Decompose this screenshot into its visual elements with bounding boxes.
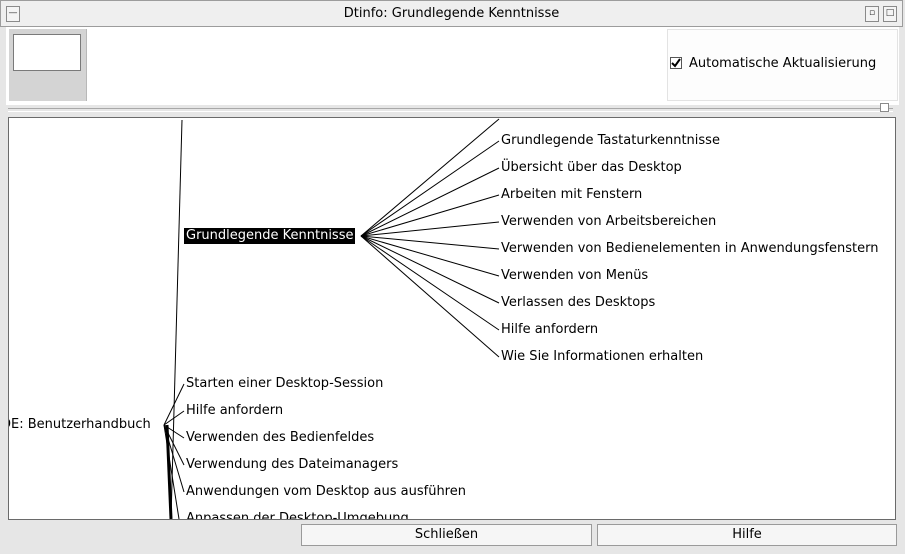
help-button[interactable]: Hilfe xyxy=(597,524,897,546)
tree-node-child[interactable]: Verwenden von Arbeitsbereichen xyxy=(501,214,717,229)
auto-update-area xyxy=(667,29,898,101)
tree-connector-lines xyxy=(163,118,500,519)
tree-node-child[interactable]: Grundlegende Tastaturkenntnisse xyxy=(501,133,720,148)
tree-node-level1[interactable]: Starten einer Desktop-Session xyxy=(186,376,384,391)
tree-graph-pane[interactable]: Grundlegende Kenntnisse Grundlegende Tas… xyxy=(8,117,896,520)
tree-node-child[interactable]: Arbeiten mit Fenstern xyxy=(501,187,643,202)
close-button[interactable]: Schließen xyxy=(301,524,592,546)
tree-node-child[interactable]: Verwenden von Bedienelementen in Anwendu… xyxy=(501,241,879,256)
tree-node-root[interactable]: DE: Benutzerhandbuch xyxy=(8,417,151,432)
tree-node-selected[interactable]: Grundlegende Kenntnisse xyxy=(184,228,356,244)
pane-sash-handle[interactable] xyxy=(880,103,889,112)
window-title: Dtinfo: Grundlegende Kenntnisse xyxy=(343,6,560,21)
auto-update-checkbox[interactable] xyxy=(670,57,682,69)
tree-node-child[interactable]: Verlassen des Desktops xyxy=(501,295,656,310)
checkmark-icon xyxy=(671,58,681,68)
tree-node-child[interactable]: Übersicht über das Desktop xyxy=(501,160,682,175)
tree-node-level1[interactable]: Verwenden des Bedienfeldes xyxy=(186,430,375,445)
title-bar[interactable]: — Dtinfo: Grundlegende Kenntnisse ▫ □ xyxy=(0,0,903,27)
tree-node-child[interactable]: Wie Sie Informationen erhalten xyxy=(501,349,704,364)
tree-node-level1[interactable]: Hilfe anfordern xyxy=(186,403,284,418)
minimize-button[interactable]: ▫ xyxy=(865,6,879,22)
auto-update-label[interactable]: Automatische Aktualisierung xyxy=(689,56,877,71)
tree-node-level1[interactable]: Verwendung des Dateimanagers xyxy=(186,457,399,472)
pane-separator xyxy=(8,108,893,112)
tree-node-child[interactable]: Hilfe anfordern xyxy=(501,322,599,337)
window-menu-button[interactable]: — xyxy=(6,6,20,22)
tree-node-child[interactable]: Verwenden von Menüs xyxy=(501,268,649,283)
panner-viewport[interactable] xyxy=(13,34,81,71)
maximize-button[interactable]: □ xyxy=(883,6,897,22)
tree-node-level1[interactable]: Anpassen der Desktop-Umgebung xyxy=(186,511,409,520)
tree-node-level1[interactable]: Anwendungen vom Desktop aus ausführen xyxy=(186,484,466,499)
